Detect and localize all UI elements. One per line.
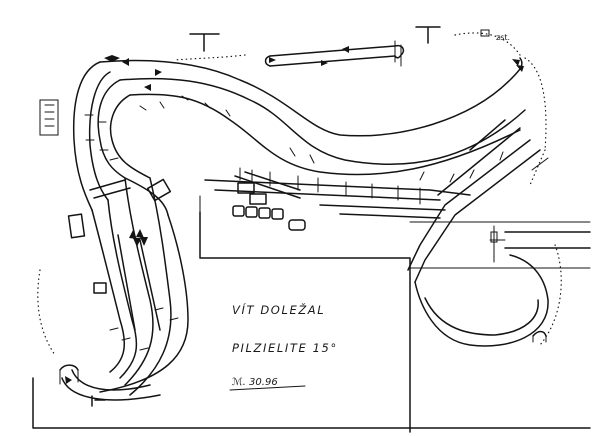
direction-arrow-platform-4	[140, 237, 148, 246]
t-marker-left	[189, 33, 220, 52]
left-dotted-boundary	[37, 269, 56, 356]
yard-building-1	[237, 182, 255, 194]
direction-arrow-loop-lower	[321, 60, 328, 66]
right-diagonal-tracks	[407, 119, 549, 283]
upper-passing-loop	[264, 40, 405, 67]
left-station-tracks	[91, 177, 189, 396]
direction-arrow-top-left-1	[104, 55, 112, 62]
direction-arrow-top-left-4	[155, 69, 162, 76]
left-platform-area	[39, 99, 172, 294]
right-top-dotted	[454, 32, 521, 56]
t-marker-right	[415, 26, 441, 44]
direction-arrow-upper-right	[512, 59, 520, 66]
signature-label: ℳ. 30.96	[232, 377, 278, 388]
direction-arrow-platform-2	[136, 229, 144, 238]
station-marker-square	[480, 29, 490, 37]
main-line-outer	[72, 57, 523, 211]
baseboard-outline	[32, 195, 591, 433]
direction-arrow-upper-right-2	[516, 65, 524, 72]
direction-arrow-loop-upper	[342, 46, 349, 53]
right-upper-dotted	[524, 57, 547, 186]
direction-arrow-platform-1	[129, 230, 137, 239]
right-return-loop	[414, 254, 549, 347]
right-return-loop-dotted	[539, 244, 562, 346]
track-ticks	[84, 95, 504, 351]
direction-arrow-platform-3	[133, 238, 141, 247]
parked-train	[232, 205, 306, 231]
bottom-left-loop	[59, 364, 161, 407]
title-label: PILZIELITE 15°	[232, 341, 338, 355]
author-label: VÍT DOLEŽAL	[232, 302, 325, 317]
signature-underline	[229, 385, 306, 391]
direction-arrow-top-left-2	[112, 55, 120, 62]
top-left-dotted	[174, 54, 246, 61]
right-exit-tracks	[489, 225, 591, 263]
central-yard	[204, 167, 471, 219]
direction-arrow-top-left-3	[122, 58, 129, 66]
direction-arrow-mid-left	[144, 84, 151, 91]
direction-arrow-bottom-loop	[65, 376, 72, 384]
direction-arrow-loop-end	[269, 57, 276, 63]
yard-building-2	[249, 193, 267, 205]
station-mark-label: zst.	[496, 33, 510, 42]
